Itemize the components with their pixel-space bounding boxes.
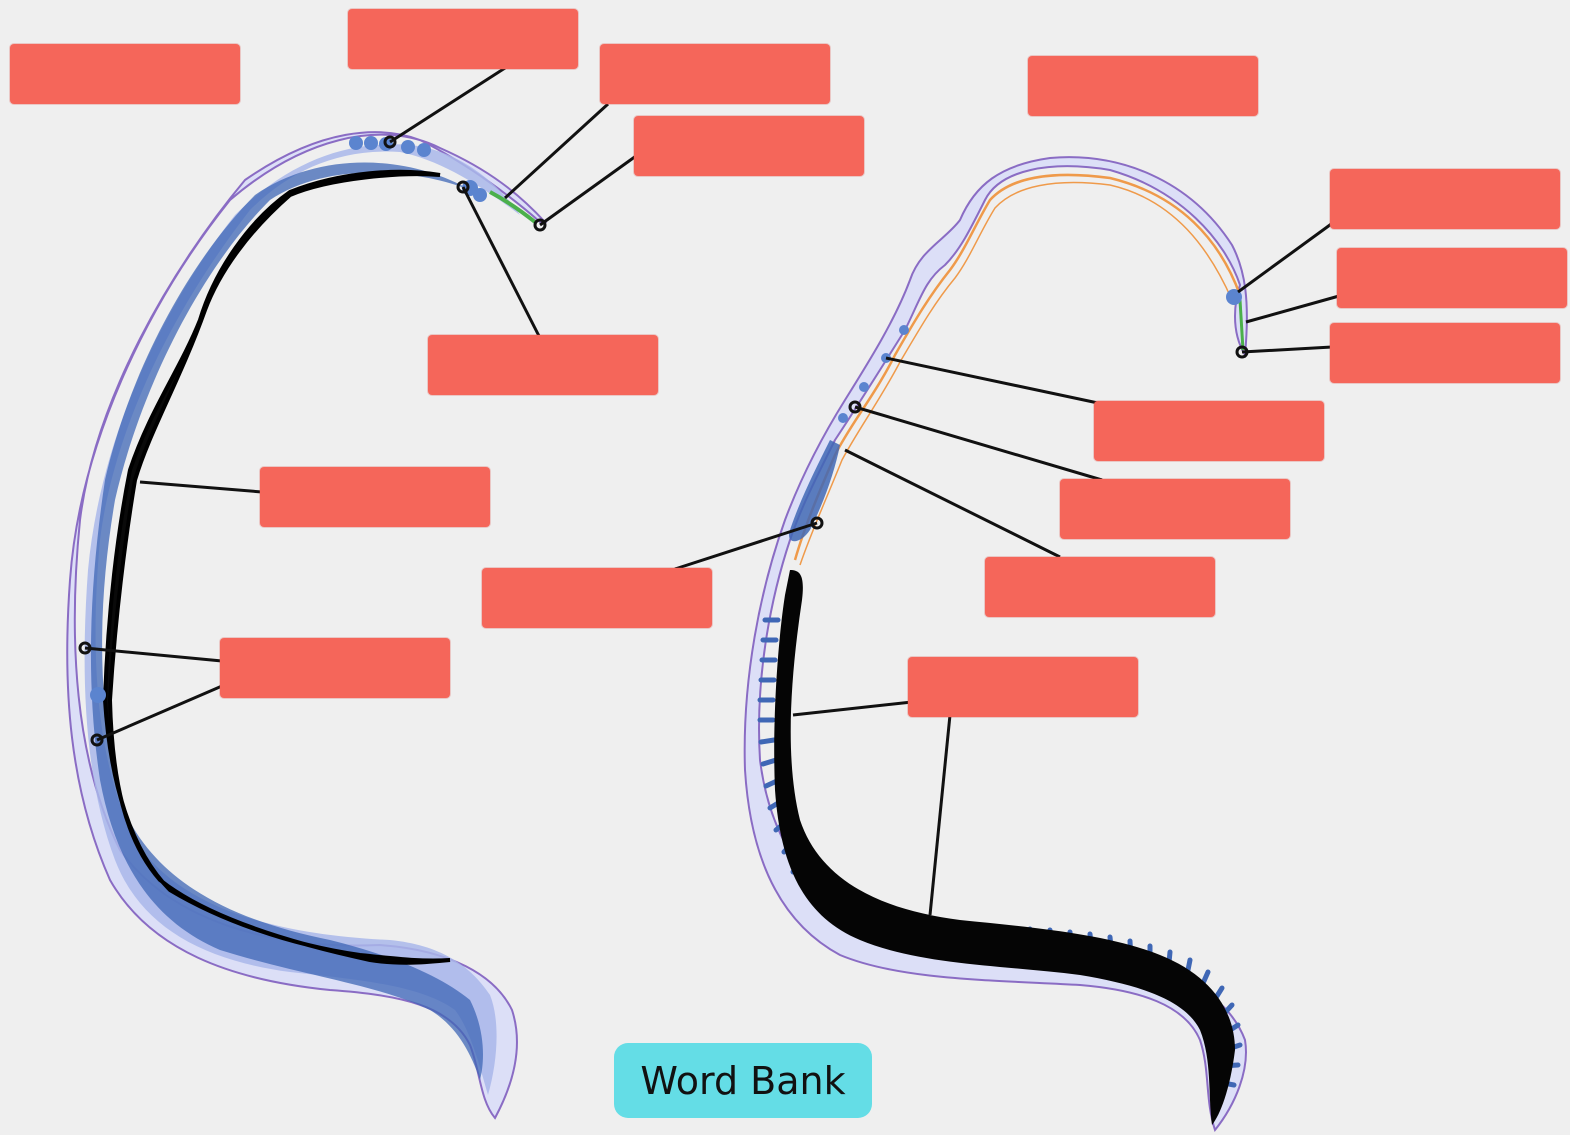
left-worm-body <box>66 131 548 1120</box>
label-box-11[interactable] <box>1337 248 1567 308</box>
left-worm <box>66 131 548 1120</box>
label-box-5[interactable] <box>1028 56 1258 116</box>
label-box-9[interactable] <box>482 568 712 628</box>
label-box-10[interactable] <box>1330 169 1560 229</box>
label-box-1[interactable] <box>10 44 240 104</box>
label-box-14[interactable] <box>1060 479 1290 539</box>
label-box-8[interactable] <box>220 638 450 698</box>
right-worm-pharynx <box>789 440 840 542</box>
right-worm-bulbs <box>838 289 1242 423</box>
label-box-2[interactable] <box>348 9 578 69</box>
leader-lines <box>84 66 1340 916</box>
label-box-16[interactable] <box>908 657 1138 717</box>
left-worm-pseudocoel <box>84 144 520 1095</box>
label-box-12[interactable] <box>1330 323 1560 383</box>
right-worm <box>743 156 1248 1133</box>
left-worm-stylet <box>489 190 537 224</box>
label-box-15[interactable] <box>985 557 1215 617</box>
label-box-7[interactable] <box>260 467 490 527</box>
word-bank-button[interactable]: Word Bank <box>614 1043 872 1118</box>
left-worm-intestine <box>102 169 451 965</box>
label-box-13[interactable] <box>1094 401 1324 461</box>
label-box-6[interactable] <box>428 335 658 395</box>
right-worm-body <box>743 156 1248 1133</box>
right-worm-nerve-inner <box>799 181 1233 566</box>
right-worm-intestine <box>774 570 1235 1125</box>
label-box-3[interactable] <box>600 44 830 104</box>
left-worm-tissue-band <box>90 162 483 1080</box>
right-worm-stylet <box>1238 299 1245 351</box>
label-box-4[interactable] <box>634 116 864 176</box>
pointer-circles <box>78 135 1249 747</box>
